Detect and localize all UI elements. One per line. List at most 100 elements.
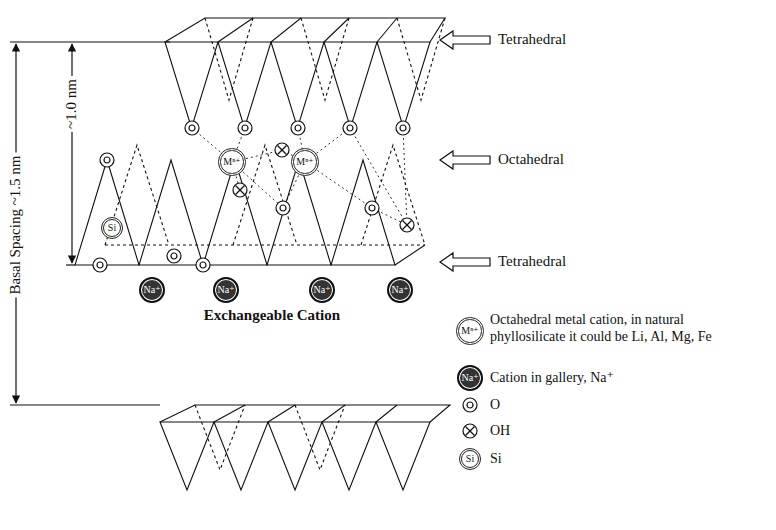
tetrahedral-sheet (361, 145, 425, 245)
legend-text: O (490, 397, 500, 412)
dimension-lines (10, 41, 170, 42)
silicon-atom: Si (459, 448, 481, 470)
hydroxyl-group (463, 424, 477, 438)
atom-symbol: Na⁺ (462, 373, 479, 383)
sodium-cation-atom: Na⁺ (139, 277, 166, 304)
dimension-label: Basal Spacing ~1.5 nm (7, 153, 24, 298)
tetrahedral-sheet (214, 422, 268, 490)
hydroxyl-group (466, 427, 475, 436)
oxygen-atom (365, 201, 379, 215)
octahedral-bonds (192, 128, 407, 225)
oxygen-atom (291, 121, 305, 135)
pointer-arrow (440, 151, 490, 169)
oxygen-atom (93, 121, 477, 412)
metal-cation-atom: Mⁿ⁺ (291, 148, 318, 175)
octahedral-bonds (350, 128, 407, 225)
dimension-label: ~1.0 nm (63, 76, 80, 132)
legend-entry: Cation in gallery, Na⁺ (490, 370, 614, 387)
silicon-atom: Si (101, 217, 123, 239)
oxygen-atom (295, 125, 301, 131)
oxygen-atom (463, 398, 477, 412)
metal-cation-atom: Mⁿ⁺ (218, 148, 245, 175)
oxygen-atom (467, 402, 473, 408)
oxygen-atom (93, 258, 107, 272)
oxygen-atom (343, 121, 357, 135)
hydroxyl-group (466, 427, 475, 436)
oxygen-atom (463, 398, 477, 412)
hydroxyl-group (236, 186, 245, 195)
metal-cation-atom: Mⁿ⁺ (456, 317, 483, 344)
pointer-arrow (440, 31, 490, 271)
tetrahedral-sheet (268, 405, 295, 422)
pointer-arrow (440, 31, 490, 49)
tetrahedral-sheet (139, 160, 203, 265)
hydroxyl-group (400, 218, 414, 232)
tetrahedral-sheet (268, 422, 322, 490)
oxygen-atom (185, 121, 199, 135)
oxygen-atom (171, 253, 177, 259)
tetrahedral-sheet (105, 244, 425, 245)
oxygen-atom (347, 125, 353, 131)
tetrahedral-sheet (331, 160, 395, 265)
tetrahedral-sheet (203, 160, 267, 265)
atom-symbol: Mⁿ⁺ (296, 157, 313, 167)
legend-entry: Octahedral metal cation, in natural phyl… (490, 312, 725, 346)
tetrahedral-sheet (301, 18, 349, 100)
legend-text: OH (490, 423, 510, 438)
atom-symbol: Mⁿ⁺ (461, 326, 478, 336)
tetrahedral-sheet (271, 42, 324, 128)
hydroxyl-group (463, 424, 477, 438)
hydroxyl-group (278, 146, 287, 155)
tetrahedral-sheet (165, 42, 218, 128)
oxygen-atom (369, 205, 375, 211)
tetrahedral-sheet (160, 405, 450, 490)
atom-symbol: Na⁺ (218, 285, 235, 295)
oxygen-atom (100, 153, 114, 167)
oxygen-atom (238, 121, 252, 135)
oxygen-atom (196, 258, 210, 272)
hydroxyl-group (403, 221, 412, 230)
legend-entry: O (490, 397, 500, 414)
atom-symbol: Na⁺ (392, 285, 409, 295)
hydroxyl-group (275, 143, 289, 157)
legend-text: Si (490, 451, 502, 466)
tetrahedral-sheet (322, 422, 376, 490)
hydroxyl-group (275, 143, 289, 157)
oxygen-atom (104, 157, 110, 163)
tetrahedral-sheet (214, 405, 245, 422)
dimension-lines (10, 42, 170, 405)
hydroxyl-group (233, 143, 477, 438)
tetrahedral-sheet (75, 145, 425, 265)
legend-text: Cation in gallery, Na⁺ (490, 370, 614, 385)
tetrahedral-sheet (218, 42, 271, 128)
oxygen-atom (185, 121, 199, 135)
sodium-cation-atom: Na⁺ (309, 277, 336, 304)
tetrahedral-sheet (324, 42, 377, 128)
sodium-cation-atom: Na⁺ (387, 277, 414, 304)
layer-label: Octahedral (495, 151, 567, 168)
oxygen-atom (196, 258, 210, 272)
oxygen-atom (97, 262, 103, 268)
tetrahedral-sheet (377, 18, 397, 42)
tetrahedral-sheet (267, 160, 331, 265)
sodium-cation-atom: Na⁺ (457, 365, 484, 392)
dimension-lines (10, 404, 160, 405)
tetrahedral-sheet (160, 405, 450, 422)
hydroxyl-group (403, 221, 412, 230)
layer-label: Tetrahedral (495, 31, 569, 48)
tetrahedral-sheet (322, 405, 345, 422)
tetrahedral-sheet (271, 18, 301, 42)
layer-label: Tetrahedral (495, 253, 569, 270)
gallery-label: Exchangeable Cation (201, 307, 343, 324)
oxygen-atom (93, 258, 107, 272)
atom-symbol: Mⁿ⁺ (223, 157, 240, 167)
legend-text: Octahedral metal cation, in natural phyl… (490, 312, 712, 344)
hydroxyl-group (233, 183, 247, 197)
oxygen-atom (276, 201, 290, 215)
tetrahedral-sheet (376, 422, 430, 490)
tetrahedral-sheet (160, 422, 214, 490)
atom-symbol: Si (466, 454, 474, 464)
tetrahedral-sheet (218, 18, 253, 42)
